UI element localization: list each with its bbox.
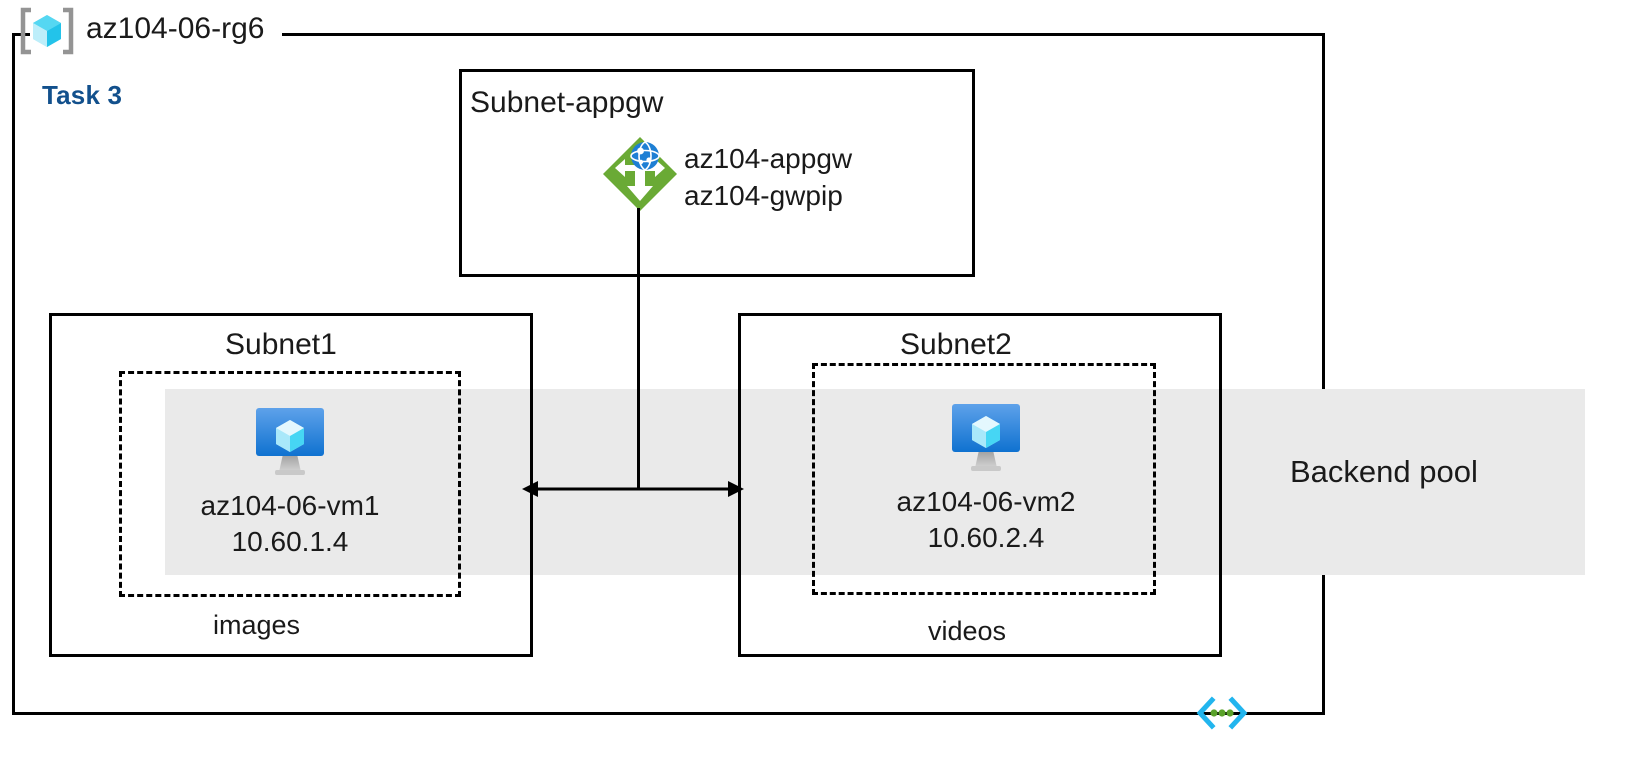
- virtual-network-icon: [1196, 694, 1248, 734]
- vm-interconnect-arrow: [522, 481, 744, 497]
- backend-pool-band: [165, 389, 1585, 575]
- vm2-name: az104-06-vm2: [896, 486, 1076, 517]
- subnet-appgw-title: Subnet-appgw: [470, 86, 664, 119]
- virtual-machine-icon: [952, 404, 1020, 471]
- resource-group-label: az104-06-rg6: [86, 12, 265, 45]
- resource-group-container: [12, 35, 1325, 715]
- appgw-connector-line: [637, 208, 640, 489]
- subnet1-dashed-group: [119, 371, 461, 597]
- subnet-appgw-box: [459, 69, 975, 277]
- subnet2-caption: videos: [928, 616, 1007, 646]
- application-gateway-labels: az104-appgw az104-gwpip: [684, 140, 852, 214]
- vm1-ip: 10.60.1.4: [231, 526, 349, 557]
- appgw-public-ip: az104-gwpip: [684, 180, 843, 211]
- backend-pool-label: Backend pool: [1290, 454, 1478, 489]
- vm1-name: az104-06-vm1: [200, 490, 380, 521]
- subnet2-dashed-group: [812, 363, 1156, 595]
- virtual-machine-icon: [256, 408, 324, 475]
- subnet2-title: Subnet2: [900, 328, 1012, 361]
- subnet2-box: [738, 313, 1222, 657]
- application-gateway-icon: [600, 134, 680, 214]
- subnet1-caption: images: [213, 610, 301, 640]
- subnet1-title: Subnet1: [225, 328, 337, 361]
- appgw-name: az104-appgw: [684, 143, 853, 174]
- vm1-block: az104-06-vm1 10.60.1.4: [176, 404, 404, 560]
- resource-group-border-top-right: [282, 33, 1325, 36]
- task-label: Task 3: [42, 80, 123, 110]
- vm2-ip: 10.60.2.4: [927, 522, 1045, 553]
- vm2-block: az104-06-vm2 10.60.2.4: [872, 400, 1100, 556]
- subnet1-box: [49, 313, 533, 657]
- resource-group-icon: [18, 6, 76, 56]
